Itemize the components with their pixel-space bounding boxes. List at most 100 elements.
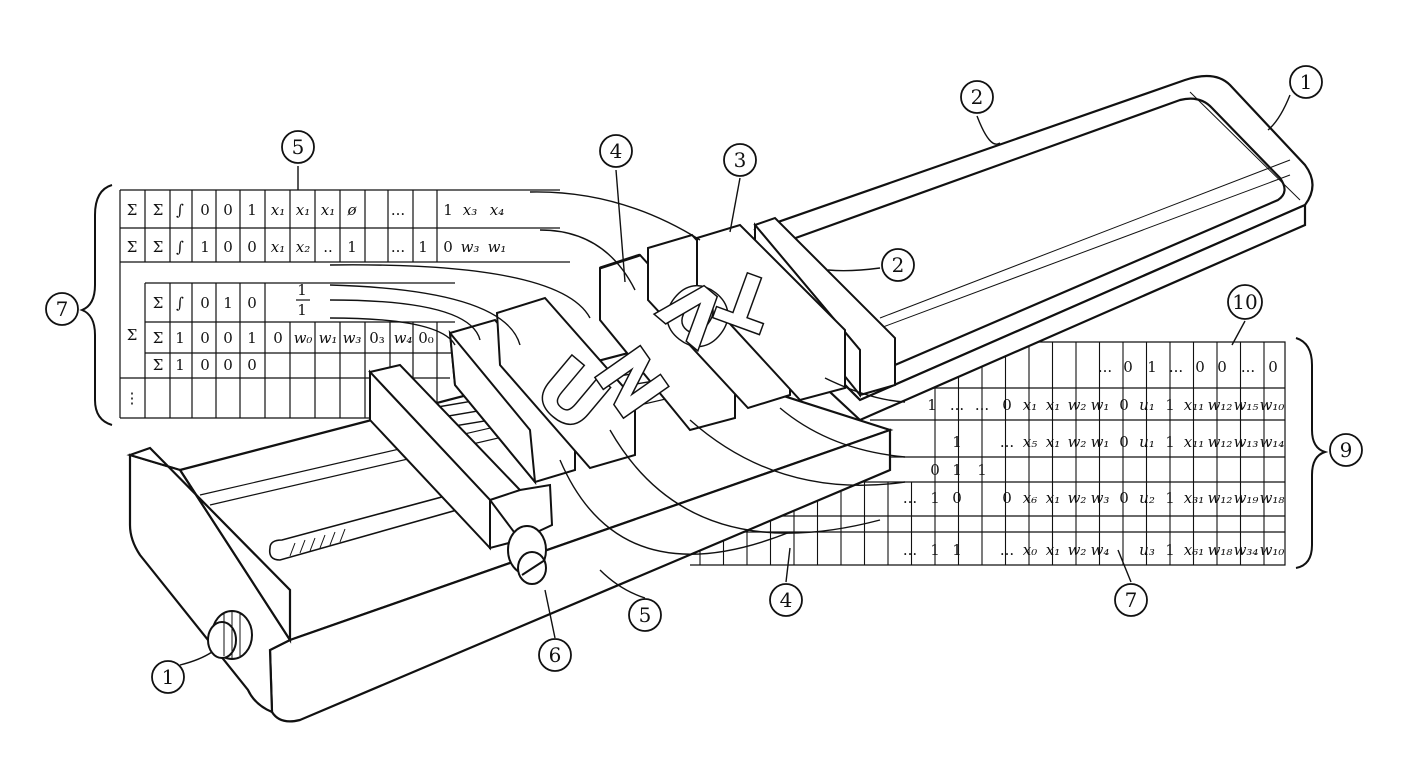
table-cell: 1 [175, 356, 185, 374]
callout-c1b: 1 [151, 660, 185, 694]
left-brace [79, 184, 113, 426]
table-cell: w₁₈ [1260, 489, 1285, 507]
table-cell: w₂ [1068, 489, 1087, 507]
front-clamp [368, 363, 554, 551]
callout-number: 1 [1300, 70, 1313, 94]
table-cell: ∫ [176, 201, 184, 219]
callout-circle [1227, 284, 1263, 320]
table-cell: w₁₂ [1208, 489, 1233, 507]
table-cell: 1 [952, 541, 962, 559]
callout-c4a: 4 [599, 134, 633, 168]
callout-circle [281, 130, 315, 164]
table-cell: Σ [153, 201, 164, 219]
table-cell: ... [1000, 541, 1014, 559]
callout-c5a: 5 [281, 130, 315, 164]
table-cell: 0 [223, 201, 233, 219]
table-cell: 0 [1002, 396, 1012, 414]
table-cell: ø [346, 201, 357, 219]
table-cell: w₃ [1091, 489, 1110, 507]
callout-number: 10 [1232, 290, 1257, 314]
table-cell: x₁ [296, 201, 310, 219]
table-cell: 1 [200, 238, 210, 256]
table-cell: u₁ [1139, 396, 1155, 414]
callout-number: 7 [56, 297, 69, 321]
thumb-screw-front[interactable] [207, 610, 253, 660]
table-cell: w₂ [1068, 396, 1087, 414]
table-cell: x₃ [463, 201, 477, 219]
callout-number: 4 [780, 588, 793, 612]
table-cell: x₆₁ [1184, 541, 1205, 559]
table-cell: Σ [127, 238, 138, 256]
table-cell: w₁ [319, 329, 338, 347]
callout-c7a: 7 [45, 292, 79, 326]
table-cell: w₁₂ [1208, 433, 1233, 451]
table-cell: w₁₉ [1234, 489, 1259, 507]
table-cell: 0₃ [369, 329, 385, 347]
table-cell: x₁ [1046, 489, 1060, 507]
table-cell: 0 [1217, 358, 1227, 376]
table-cell: Σ [127, 326, 138, 344]
table-cell: w₁ [1091, 433, 1110, 451]
table-cell: 1 [952, 433, 962, 451]
table-cell: x₁ [1023, 396, 1037, 414]
table-cell: w₁₀ [1260, 396, 1285, 414]
table-cell: Σ [153, 294, 164, 312]
table-cell: w₂ [1068, 541, 1087, 559]
callout-number: 4 [610, 139, 623, 163]
table-cell: 1 [952, 461, 962, 479]
table-cell: x₁ [321, 201, 335, 219]
table-cell: 0 [1195, 358, 1205, 376]
callout-circle [1329, 433, 1363, 467]
callout-c3: 3 [723, 143, 757, 177]
table-cell: w₁₈ [1208, 541, 1233, 559]
table-cell: ... [903, 541, 917, 559]
table-cell: Σ [153, 329, 164, 347]
callout-circle [960, 80, 994, 114]
callout-number: 2 [892, 253, 905, 277]
callout-c1a: 1 [1289, 65, 1323, 99]
callout-circle [1114, 583, 1148, 617]
table-cell: 1 [247, 201, 257, 219]
callout-c4b: 4 [769, 583, 803, 617]
callout-circle [45, 292, 79, 326]
table-cell: ... [391, 201, 405, 219]
rear-handle-tray [753, 74, 1314, 422]
table-cell: 1 [247, 329, 257, 347]
table-cell: 0₀ [418, 329, 434, 347]
table-cell: 0 [223, 238, 233, 256]
table-cell: u₂ [1139, 489, 1155, 507]
table-cell: 0 [1002, 489, 1012, 507]
callout-circle [599, 134, 633, 168]
callout-c2a: 2 [960, 80, 994, 114]
table-cell: 0 [930, 461, 940, 479]
table-cell: w₃ [343, 329, 362, 347]
table-cell: u₁ [1139, 433, 1155, 451]
callout-circle [881, 248, 915, 282]
table-cell: x₁ [1046, 396, 1060, 414]
table-cell: x₀ [1023, 541, 1037, 559]
callout-circle [628, 598, 662, 632]
table-cell: w₄ [394, 329, 413, 347]
table-cell: 0 [200, 356, 210, 374]
table-cell: 0 [247, 238, 257, 256]
table-cell: w₁₂ [1208, 396, 1233, 414]
table-cell: 0 [247, 294, 257, 312]
table-cell: Σ [127, 201, 138, 219]
table-cell: 0 [1268, 358, 1278, 376]
table-cell: 1 [930, 541, 940, 559]
table-cell: x₅ [1023, 433, 1037, 451]
table-cell: 1 [347, 238, 357, 256]
table-cell: x₃₁ [1184, 489, 1205, 507]
table-cell: x₂ [296, 238, 310, 256]
table-cell: ... [1098, 358, 1112, 376]
thumb-screw-middle[interactable] [507, 525, 547, 585]
table-cell: 1 [1147, 358, 1157, 376]
table-cell: 0 [1119, 433, 1129, 451]
table-cell: 1 [175, 329, 185, 347]
table-cell: 0 [223, 329, 233, 347]
table-cell: w₀ [294, 329, 313, 347]
table-cell: x₁ [1046, 541, 1060, 559]
callout-circle [723, 143, 757, 177]
